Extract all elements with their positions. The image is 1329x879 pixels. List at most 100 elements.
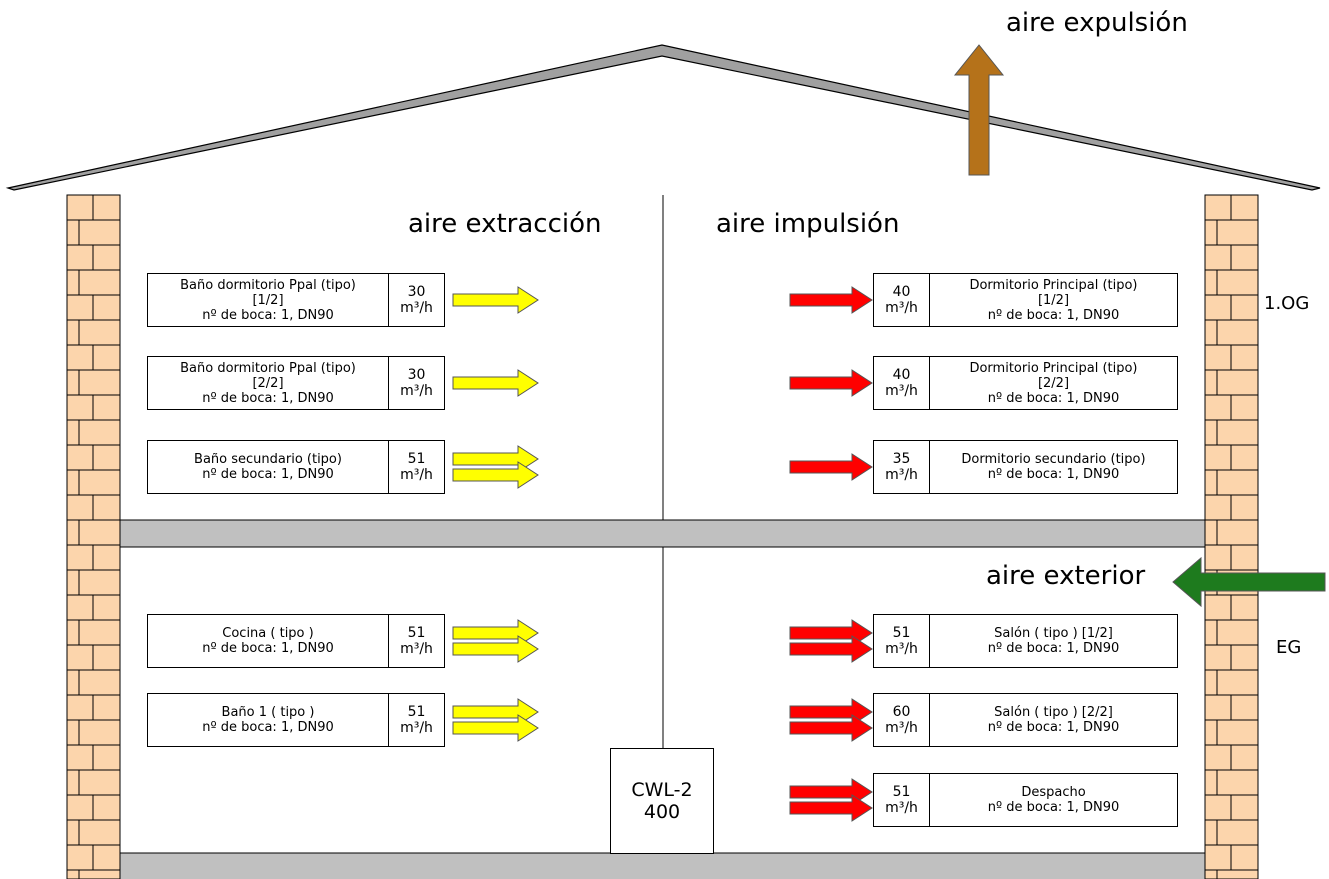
room-name: Baño dormitorio Ppal (tipo) <box>180 360 356 376</box>
room-name: Cocina ( tipo ) <box>222 626 314 641</box>
outlet-spec: nº de boca: 1, DN90 <box>987 720 1120 735</box>
extract-room-box: Baño dormitorio Ppal (tipo)[2/2]nº de bo… <box>147 356 445 410</box>
room-name: Baño 1 ( tipo ) <box>221 705 315 720</box>
extract-arrow <box>452 698 539 726</box>
supply-arrow <box>789 794 873 822</box>
room-label: Baño dormitorio Ppal (tipo)[1/2]nº de bo… <box>148 274 388 326</box>
extract-room-box: Baño dormitorio Ppal (tipo)[1/2]nº de bo… <box>147 273 445 327</box>
extract-room-box: Baño secundario (tipo)nº de boca: 1, DN9… <box>147 440 445 494</box>
floor-label-lower: EG <box>1276 637 1302 658</box>
airflow-number: 60 <box>892 704 911 720</box>
airflow-unit: m³/h <box>400 467 433 483</box>
aire-extraccion-label: aire extracción <box>408 209 602 239</box>
floor-label-upper: 1.OG <box>1264 293 1310 314</box>
room-name: [2/2] <box>252 375 284 391</box>
room-label: Baño secundario (tipo)nº de boca: 1, DN9… <box>148 441 388 493</box>
airflow-number: 30 <box>407 367 426 383</box>
supply-arrow <box>789 453 873 481</box>
airflow-unit: m³/h <box>885 800 918 816</box>
extract-arrow <box>452 635 539 663</box>
house-structure <box>5 44 1321 879</box>
ventilation-unit: CWL-2 400 <box>610 748 714 854</box>
room-name: [2/2] <box>1037 375 1070 391</box>
airflow-number: 40 <box>892 284 911 300</box>
flow-arrows <box>452 44 1326 822</box>
airflow-unit: m³/h <box>400 383 433 399</box>
outlet-spec: nº de boca: 1, DN90 <box>202 467 334 482</box>
outlet-spec: nº de boca: 1, DN90 <box>202 307 334 323</box>
outlet-spec: nº de boca: 1, DN90 <box>202 390 334 406</box>
airflow-number: 40 <box>892 367 911 383</box>
supply-arrow <box>789 286 873 314</box>
outlet-spec: nº de boca: 1, DN90 <box>987 390 1120 406</box>
exterior-air-arrow <box>1172 556 1326 608</box>
room-name: Dormitorio Principal (tipo) <box>969 360 1138 376</box>
supply-arrow <box>789 369 873 397</box>
airflow-number: 35 <box>892 451 911 467</box>
airflow-unit: m³/h <box>885 720 918 736</box>
supply-arrow <box>789 778 873 806</box>
supply-arrow <box>789 619 873 647</box>
room-name: [1/2] <box>1037 292 1070 308</box>
roof <box>5 44 1321 191</box>
airflow-unit: m³/h <box>400 720 433 736</box>
outlet-spec: nº de boca: 1, DN90 <box>987 307 1120 323</box>
outlet-spec: nº de boca: 1, DN90 <box>202 720 334 735</box>
airflow-unit: m³/h <box>885 467 918 483</box>
airflow-number: 51 <box>407 451 426 467</box>
extract-arrow <box>452 445 539 473</box>
floor-slab-ground <box>119 852 1206 879</box>
extract-arrow <box>452 714 539 742</box>
room-label: Cocina ( tipo )nº de boca: 1, DN90 <box>148 615 388 667</box>
airflow-number: 30 <box>407 284 426 300</box>
brick-wall-right <box>1204 194 1259 879</box>
unit-capacity: 400 <box>643 801 681 823</box>
airflow-unit: m³/h <box>400 300 433 316</box>
room-name: [1/2] <box>252 292 284 308</box>
extract-arrow <box>452 461 539 489</box>
brick-wall-left <box>66 194 121 879</box>
room-label: Salón ( tipo ) [1/2]nº de boca: 1, DN90 <box>930 615 1177 667</box>
extract-arrow <box>452 286 539 314</box>
brick-walls <box>66 194 1259 879</box>
room-name: Salón ( tipo ) [2/2] <box>994 705 1113 720</box>
room-label: Dormitorio Principal (tipo)[2/2]nº de bo… <box>930 357 1177 409</box>
airflow-number: 51 <box>892 625 911 641</box>
supply-arrow <box>789 714 873 742</box>
room-label: Baño dormitorio Ppal (tipo)[2/2]nº de bo… <box>148 357 388 409</box>
extract-arrow <box>452 619 539 647</box>
room-label: Dormitorio secundario (tipo)nº de boca: … <box>930 441 1177 493</box>
room-name: Baño dormitorio Ppal (tipo) <box>180 277 356 293</box>
unit-model: CWL-2 <box>631 779 693 801</box>
outlet-spec: nº de boca: 1, DN90 <box>987 467 1120 482</box>
aire-expulsion-label: aire expulsión <box>1006 8 1188 38</box>
airflow-unit: m³/h <box>885 383 918 399</box>
airflow-number: 51 <box>407 704 426 720</box>
room-name: Dormitorio Principal (tipo) <box>969 277 1138 293</box>
airflow-unit: m³/h <box>885 300 918 316</box>
outlet-spec: nº de boca: 1, DN90 <box>202 641 334 656</box>
room-label: Dormitorio Principal (tipo)[1/2]nº de bo… <box>930 274 1177 326</box>
expulsion-arrow <box>953 44 1005 176</box>
airflow-number: 51 <box>407 625 426 641</box>
room-name: Despacho <box>1021 785 1086 800</box>
floor-slab-upper <box>119 519 1206 548</box>
